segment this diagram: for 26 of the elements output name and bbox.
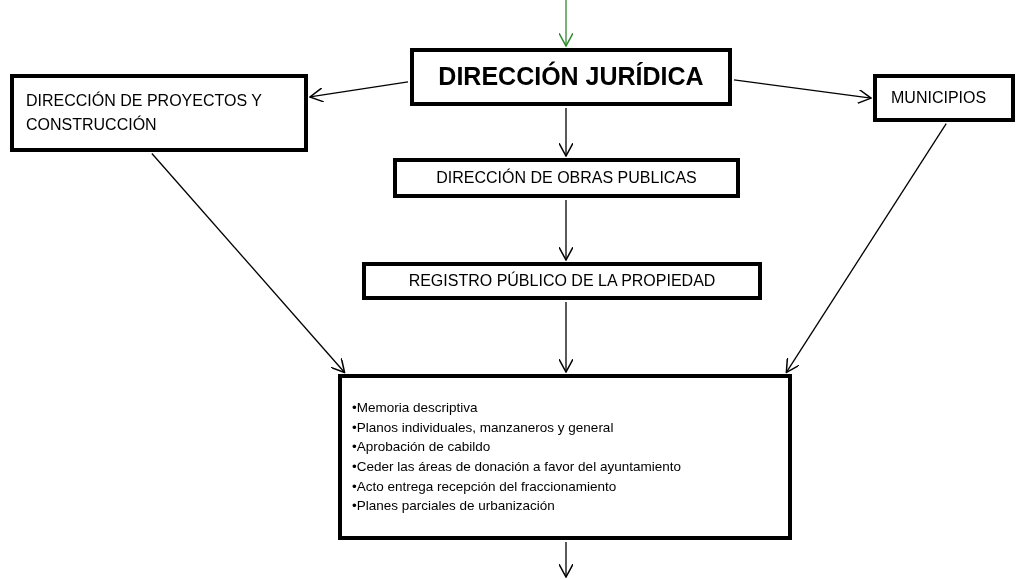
- arrow: [558, 0, 574, 47]
- box-label: REGISTRO PÚBLICO DE LA PROPIEDAD: [407, 270, 717, 291]
- bullet-item: •Memoria descriptiva: [352, 399, 479, 418]
- box-label: DIRECCIÓN JURÍDICA: [437, 60, 705, 93]
- arrow: [785, 123, 947, 374]
- box-label: MUNICIPIOS: [891, 88, 988, 108]
- process-box: [393, 158, 740, 198]
- box-label: DIRECCIÓN DE OBRAS PUBLICAS: [435, 167, 698, 188]
- arrow: [309, 81, 409, 103]
- process-box: [873, 74, 1015, 122]
- arrow: [151, 152, 346, 374]
- process-box: [362, 262, 762, 300]
- arrow: [733, 79, 872, 105]
- process-box: [10, 74, 308, 152]
- bullet-item: •Acto entrega recepción del fraccionamiento: [352, 477, 618, 496]
- bullet-item: •Planes parciales de urbanización: [352, 497, 556, 516]
- arrow: [558, 541, 574, 578]
- box-label: DIRECCIÓN DE PROYECTOS Y CONSTRUCCIÓN: [26, 90, 263, 135]
- bullet-item: •Ceder las áreas de donación a favor del ayuntamiento: [352, 458, 682, 476]
- process-box: [410, 48, 732, 106]
- bullet-item: •Aprobación de cabildo: [352, 438, 492, 457]
- arrow: [558, 301, 574, 373]
- arrow: [558, 199, 574, 261]
- list-box: [338, 374, 792, 540]
- arrow: [558, 107, 574, 157]
- bullet-item: •Planos individuales, manzaneros y general: [352, 418, 615, 437]
